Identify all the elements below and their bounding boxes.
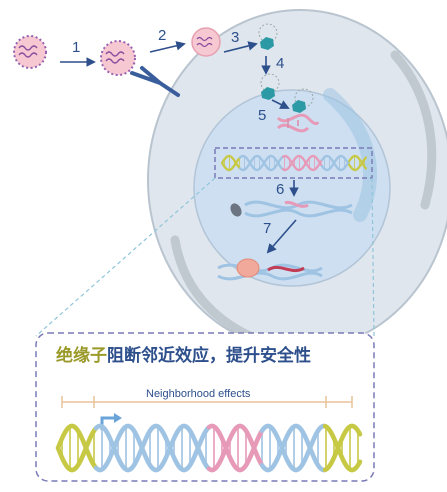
step-3: 3	[231, 29, 239, 46]
step-1: 1	[72, 39, 80, 56]
capsid-5	[292, 88, 314, 113]
genomic-dna-strip	[214, 147, 373, 179]
step-5: 5	[258, 107, 266, 124]
virus-particle-2	[100, 40, 136, 76]
receptor	[130, 66, 180, 97]
capsid-4	[260, 73, 280, 100]
step-2: 2	[158, 27, 166, 44]
zoom-link-lines	[35, 177, 375, 337]
virus-particle-entered	[191, 27, 221, 57]
svg-text:绝缘子阻断邻近效应，提升安全性: 绝缘子阻断邻近效应，提升安全性	[56, 345, 311, 366]
insulator-panel	[35, 332, 375, 482]
transcription-dna	[217, 258, 323, 281]
step-4: 4	[276, 55, 284, 72]
capsid-3	[258, 23, 278, 50]
step-6: 6	[276, 181, 284, 198]
process-arrows	[60, 41, 299, 254]
virus-particle-1	[13, 35, 47, 69]
integrated-dna	[244, 200, 353, 218]
step-7: 7	[263, 220, 271, 237]
title-rest: 阻断邻近效应，提升安全性	[107, 345, 311, 366]
neighborhood-bracket	[61, 396, 353, 408]
title-insulator: 绝缘子	[56, 345, 107, 366]
neighborhood-label: Neighborhood effects	[146, 388, 251, 400]
released-dna	[276, 113, 320, 133]
dna-helix-detail	[55, 423, 363, 473]
